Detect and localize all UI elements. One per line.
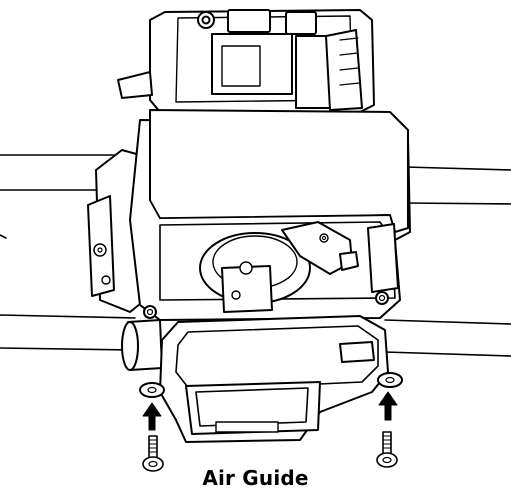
guide-rods xyxy=(0,154,511,357)
up-arrow-icon xyxy=(142,402,162,431)
top-carriage xyxy=(117,9,375,113)
caption-label: Air Guide xyxy=(202,466,309,490)
left-boss xyxy=(121,319,163,371)
air-guide-part xyxy=(139,315,403,443)
up-arrow-icon xyxy=(378,391,398,421)
hex-socket-screw-icon xyxy=(376,431,398,468)
main-housing xyxy=(129,109,411,321)
hex-socket-screw-icon xyxy=(142,435,164,472)
